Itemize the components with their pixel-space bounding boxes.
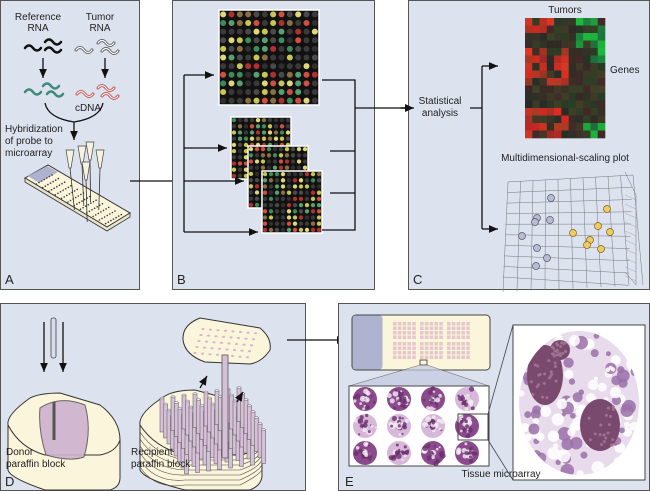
tissue-core: [455, 386, 479, 411]
recipient-label-2: paraffin block: [131, 459, 191, 470]
panel-c: Statistical analysis Tumors Genes Multid…: [402, 0, 650, 293]
microarray-chip: [218, 9, 320, 106]
panel-b: B: [172, 0, 375, 290]
core-needle-icon: [50, 317, 57, 359]
panel-a: Reference RNA Tumor RNA cDNA Hybridizati…: [0, 0, 140, 290]
tissue-core: [352, 387, 377, 411]
tissue-core: [386, 387, 411, 411]
tissue-core: [421, 441, 446, 467]
reference-rna-label: Reference: [15, 12, 62, 23]
microarray-slide: [24, 164, 131, 232]
donor-label-2: paraffin block: [6, 459, 66, 470]
tissue-core: [421, 414, 445, 438]
tissue-core: [387, 441, 411, 465]
statistical-analysis-label-2: analysis: [422, 108, 458, 119]
heatmap: [525, 18, 606, 139]
tissue-core: [455, 414, 479, 439]
tumor-rna-label: Tumor: [86, 12, 115, 23]
panel-label-d: D: [5, 474, 14, 489]
arrow-up-icon: [234, 391, 244, 403]
genes-label: Genes: [610, 65, 639, 76]
recipient-label: Recipient: [131, 447, 173, 458]
pipette-icons: [65, 141, 105, 223]
tumors-label: Tumors: [548, 5, 582, 16]
panel-d: Donor paraffin block Recipient paraffin …: [0, 303, 306, 491]
bracket-line: [470, 66, 483, 229]
tissue-core: [387, 414, 411, 438]
tma-slide: [351, 314, 491, 371]
statistical-analysis-label: Statistical: [419, 96, 462, 107]
tissue-core: [353, 441, 377, 465]
panel-label-a: A: [5, 272, 14, 287]
reference-rna-label-2: RNA: [27, 23, 48, 34]
rna-strands: [23, 38, 120, 100]
merge-arrow-icon: [44, 102, 104, 140]
donor-label: Donor: [6, 447, 34, 458]
tissue-core: [421, 386, 445, 413]
bracket-to-analysis: [322, 79, 412, 231]
panel-e: Tissue microarray E: [338, 303, 650, 491]
mds-plot: [502, 171, 644, 293]
mds-plot-title: Multidimensional-scaling plot: [501, 153, 629, 164]
hybridization-label-2: of probe to: [5, 136, 53, 147]
panel-label-b: B: [177, 272, 186, 287]
donor-block: [7, 392, 121, 491]
hybridization-label: Hybridization: [5, 124, 63, 135]
arrow-up-icon: [199, 375, 208, 389]
microarray-chip: [261, 170, 323, 234]
tumor-rna-label-2: RNA: [89, 23, 110, 34]
hybridization-label-3: microarray: [5, 148, 52, 159]
recipient-block: [139, 317, 271, 491]
tissue-microarray-label: Tissue microarray: [461, 469, 540, 480]
tissue-core: [353, 413, 377, 438]
cdna-label: cDNA: [75, 103, 101, 114]
panel-label-c: C: [413, 272, 422, 287]
panel-label-e: E: [345, 474, 354, 489]
tissue-core: [455, 441, 479, 465]
